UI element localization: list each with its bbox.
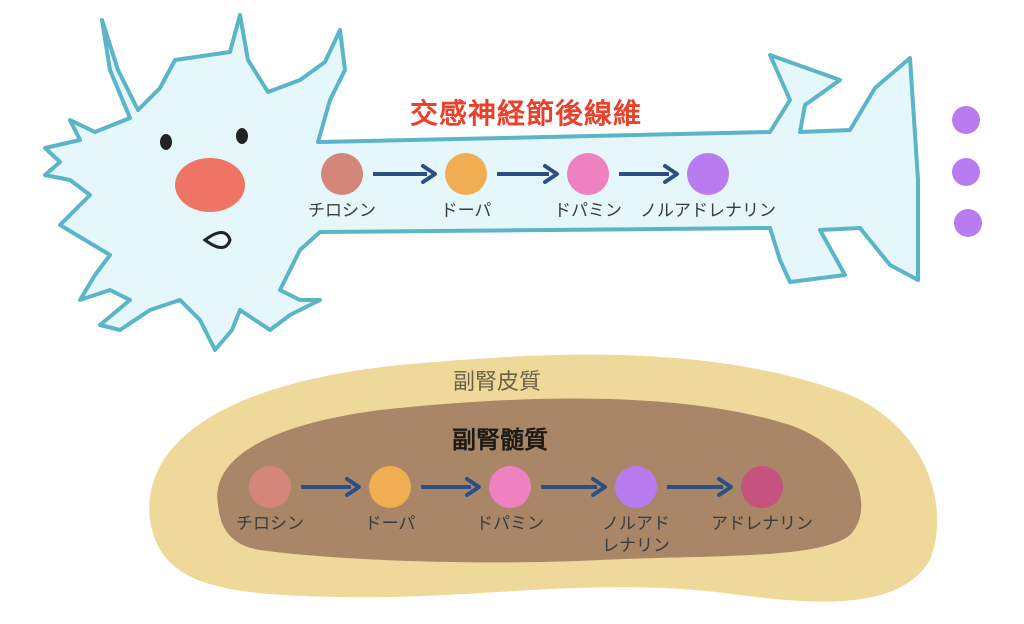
neuron-label-2: ドパミン [554, 201, 622, 221]
neuron-mouth [202, 231, 232, 249]
adrenal-label-0: チロシン [236, 514, 304, 534]
adrenal-cortex-label: 副腎皮質 [453, 370, 542, 395]
adrenal-arrowhead-0 [345, 477, 361, 497]
adrenal-medulla [217, 398, 862, 563]
adrenal-label-3: ノルアド レナリン [602, 514, 670, 556]
adrenal-gland [149, 354, 938, 602]
neuron-molecule-0 [321, 153, 363, 195]
neuron-molecule-3 [687, 153, 729, 195]
neuron-arrowhead-2 [663, 164, 679, 184]
neuron-nucleus [175, 158, 245, 212]
released-dot [952, 158, 980, 186]
adrenal-label-1: ドーパ [364, 514, 416, 534]
neuron-eye-right [236, 128, 248, 144]
neuron-label-0: チロシン [308, 201, 376, 221]
adrenal-arrowhead-2 [591, 477, 607, 497]
neuron-eye-left [160, 134, 172, 150]
released-dot [952, 106, 980, 134]
neuron-molecule-1 [445, 153, 487, 195]
adrenal-arrowhead-3 [717, 477, 733, 497]
adrenal-arrowhead-1 [465, 477, 481, 497]
adrenal-molecule-2 [489, 466, 531, 508]
adrenal-molecule-3 [615, 466, 657, 508]
adrenal-medulla-label: 副腎髄質 [452, 426, 548, 454]
adrenal-molecule-0 [249, 466, 291, 508]
released-dot [954, 209, 982, 237]
adrenal-molecule-4 [741, 466, 783, 508]
adrenal-molecule-1 [369, 466, 411, 508]
adrenal-label-2: ドパミン [476, 514, 544, 534]
adrenal-pathway [249, 466, 783, 508]
neuron-title: 交感神経節後線維 [410, 97, 643, 130]
adrenal-label-4: アドレナリン [711, 514, 813, 534]
neuron-molecule-2 [567, 153, 609, 195]
released-dots [952, 106, 982, 237]
neuron-arrowhead-1 [543, 164, 559, 184]
neuron-label-3: ノルアドレナリン [640, 201, 776, 221]
neuron-label-1: ドーパ [440, 201, 492, 221]
neuron-pathway [321, 153, 729, 195]
neuron-arrowhead-0 [421, 164, 437, 184]
